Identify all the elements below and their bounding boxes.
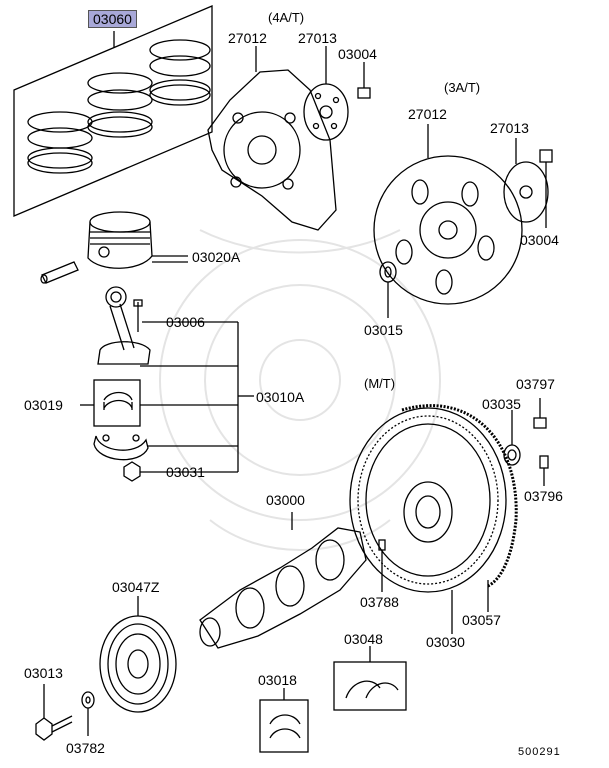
- part-label-03035[interactable]: 03035: [482, 396, 521, 412]
- rod-nut: [123, 461, 141, 482]
- part-label-03004-4at[interactable]: 03004: [338, 46, 377, 62]
- part-label-03797[interactable]: 03797: [516, 376, 555, 392]
- rod-cap: [93, 434, 149, 461]
- adapter-plate-27013-3at: [503, 138, 549, 223]
- rod-bearing-03019: [93, 379, 141, 427]
- thrust-bearings-03048: [333, 646, 407, 711]
- bracket-03010A: [80, 321, 254, 473]
- washer-03782: [81, 691, 95, 736]
- part-label-03015[interactable]: 03015: [364, 322, 403, 338]
- piston: [87, 211, 188, 269]
- bolt-03013: [35, 684, 73, 741]
- part-label-03018[interactable]: 03018: [258, 672, 297, 688]
- diagram-code: 500291: [518, 746, 561, 758]
- part-label-03030[interactable]: 03030: [426, 634, 465, 650]
- drive-plate-3at: [373, 124, 523, 305]
- part-label-03000[interactable]: 03000: [266, 492, 305, 508]
- piston-pin: [40, 261, 79, 284]
- part-label-03796[interactable]: 03796: [524, 488, 563, 504]
- bushing-03015: [379, 261, 397, 318]
- section-label-3at: (3A/T): [444, 80, 481, 95]
- part-label-03010A[interactable]: 03010A: [256, 389, 305, 405]
- part-label-03020A[interactable]: 03020A: [192, 249, 241, 265]
- pin-03796: [539, 455, 549, 486]
- part-label-03782[interactable]: 03782: [66, 740, 105, 756]
- part-label-03060[interactable]: 03060: [88, 10, 137, 28]
- part-label-03057[interactable]: 03057: [462, 612, 501, 628]
- damper-pulley: [99, 596, 177, 713]
- section-label-mt: (M/T): [364, 376, 396, 391]
- part-label-03013[interactable]: 03013: [24, 665, 63, 681]
- part-label-27013-3at[interactable]: 27013: [490, 120, 529, 136]
- part-label-03031[interactable]: 03031: [166, 464, 205, 480]
- bearing-03035: [503, 410, 521, 466]
- main-bearings-03018: [259, 688, 309, 753]
- flywheel: [349, 407, 507, 634]
- section-label-4at: (4A/T): [268, 10, 305, 25]
- adapter-plate-27013-4at: [303, 46, 349, 141]
- flywheel-ring-gear: [401, 404, 518, 588]
- part-label-03004-3at[interactable]: 03004: [520, 232, 559, 248]
- part-label-27012-4at[interactable]: 27012: [228, 30, 267, 46]
- piston-rings-box: [13, 5, 213, 217]
- connecting-rod: [97, 286, 162, 365]
- part-label-03788[interactable]: 03788: [360, 594, 399, 610]
- part-label-27013-4at[interactable]: 27013: [298, 30, 337, 46]
- bolt-03797: [533, 398, 547, 429]
- part-label-03048[interactable]: 03048: [344, 631, 383, 647]
- part-label-03047Z[interactable]: 03047Z: [112, 579, 160, 595]
- bolt-03004-3at: [539, 149, 553, 228]
- dowel-03788: [378, 539, 386, 592]
- piston-rings: [27, 39, 211, 174]
- bolt-03004-4at: [357, 62, 371, 99]
- part-label-03019[interactable]: 03019: [24, 397, 63, 413]
- part-label-03006[interactable]: 03006: [166, 314, 205, 330]
- drive-plate-4at: [207, 46, 337, 231]
- watermark-logo: [159, 229, 441, 551]
- part-label-27012-3at[interactable]: 27012: [408, 106, 447, 122]
- crankshaft: [199, 512, 367, 649]
